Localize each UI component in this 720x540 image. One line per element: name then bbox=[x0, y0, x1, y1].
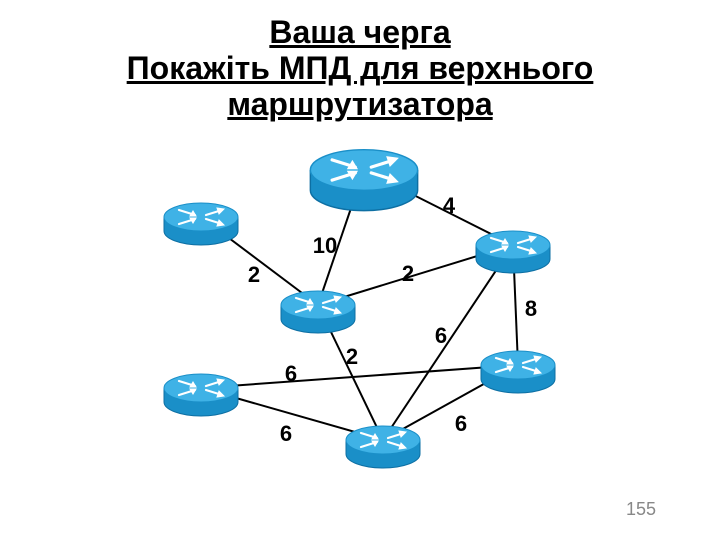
link-left-lower-right-lower bbox=[200, 364, 519, 389]
weight-label-center-right-upper: 2 bbox=[402, 261, 414, 286]
weight-label-left-lower-bottom: 6 bbox=[280, 421, 292, 446]
title-line-2: Покажіть МПД для верхнього bbox=[126, 50, 594, 86]
routers-layer bbox=[163, 148, 556, 469]
link-right-upper-bottom bbox=[382, 244, 514, 441]
router-top bbox=[309, 148, 419, 212]
weight-label-left-upper-center: 2 bbox=[248, 262, 260, 287]
router-right-lower bbox=[480, 350, 556, 394]
page-number: 155 bbox=[625, 499, 656, 519]
weight-label-left-lower-right-lower: 6 bbox=[285, 361, 297, 386]
weight-label-bottom-right-lower: 6 bbox=[455, 411, 467, 436]
router-arrows-icon bbox=[294, 295, 343, 315]
slide-title: Ваша черга Покажіть МПД для верхнього ма… bbox=[0, 14, 720, 122]
title-line-3: маршрутизатора bbox=[227, 86, 493, 122]
title-line-1: Ваша черга bbox=[269, 14, 451, 50]
weight-label-top-center: 10 bbox=[313, 233, 337, 258]
weight-label-top-right-upper: 4 bbox=[443, 193, 456, 218]
router-arrows-icon bbox=[330, 156, 399, 184]
weight-label-right-upper-right-lower: 8 bbox=[525, 296, 537, 321]
router-right-upper bbox=[475, 230, 551, 274]
router-left-upper bbox=[163, 202, 239, 246]
weight-labels-layer: 10 4 2 2 8 6 2 6 6 6 bbox=[248, 193, 537, 446]
router-left-lower bbox=[163, 373, 239, 417]
weight-label-right-upper-bottom: 6 bbox=[435, 323, 447, 348]
router-center bbox=[280, 290, 356, 334]
router-arrows-icon bbox=[489, 235, 538, 255]
router-arrows-icon bbox=[177, 207, 226, 227]
weight-label-center-bottom: 2 bbox=[346, 344, 358, 369]
router-arrows-icon bbox=[494, 355, 543, 375]
router-arrows-icon bbox=[177, 378, 226, 398]
router-arrows-icon bbox=[359, 430, 408, 450]
router-bottom bbox=[345, 425, 421, 469]
